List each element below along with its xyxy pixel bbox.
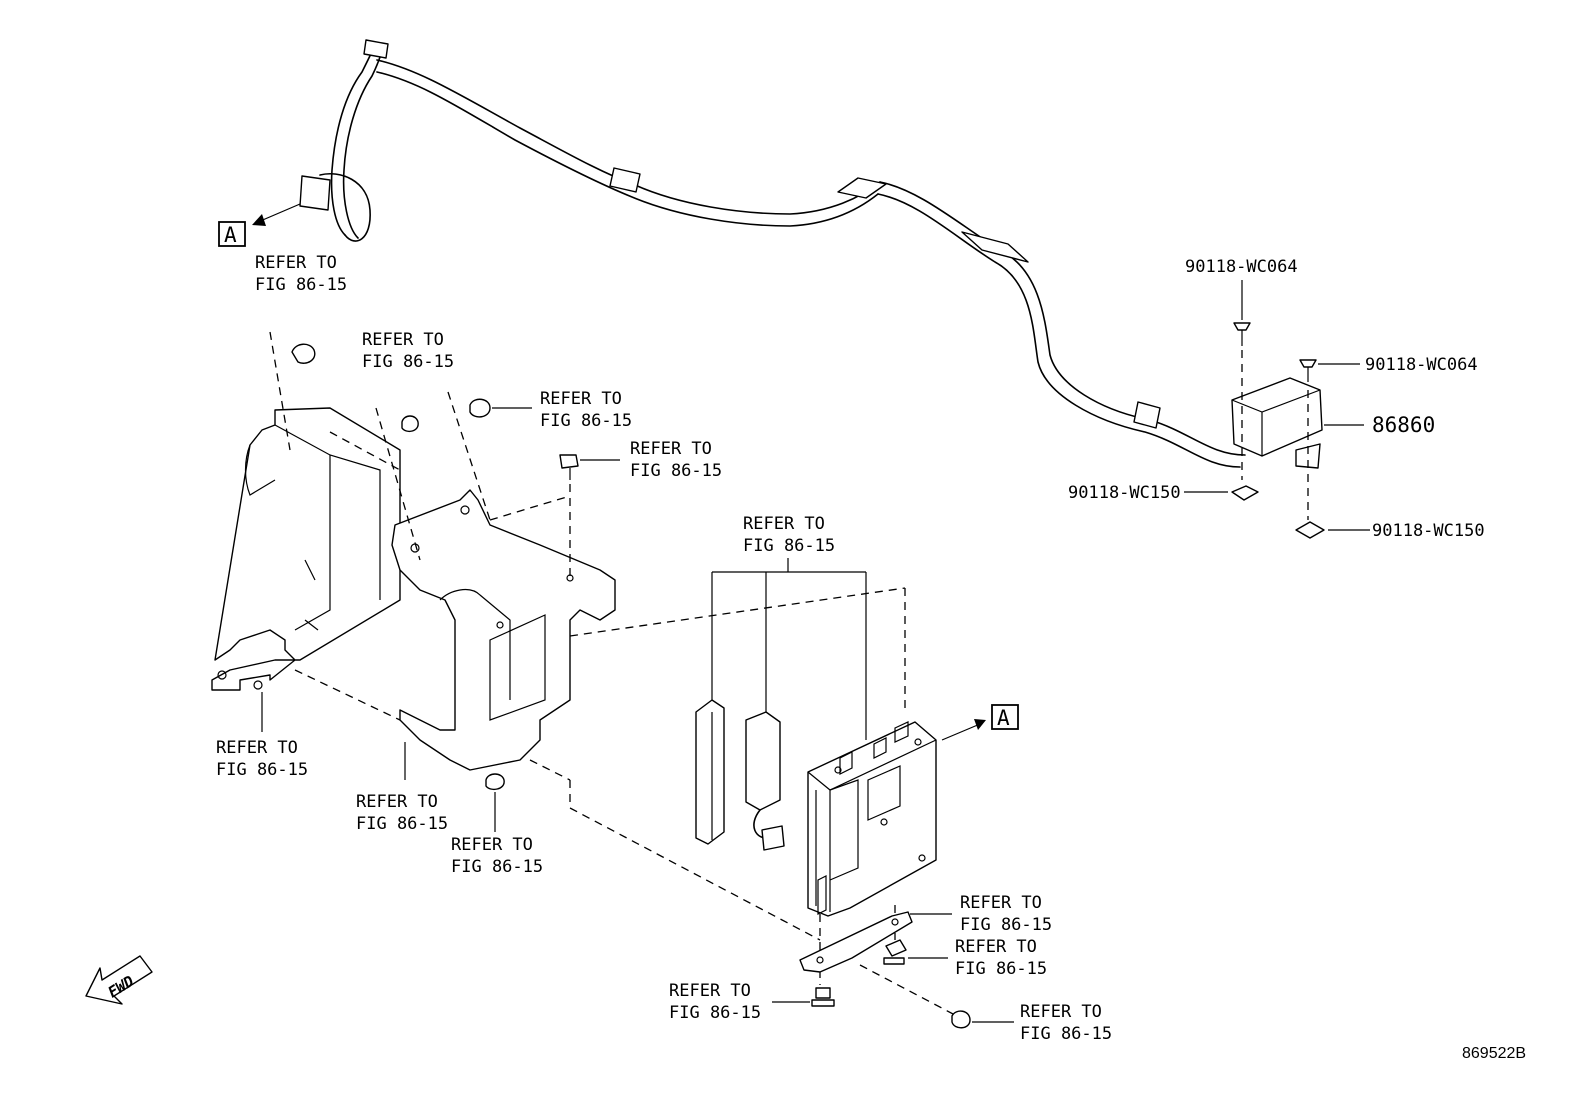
connector-long [695,699,725,845]
bracket-left [211,407,401,732]
bolt-bracket-right [559,454,620,580]
svg-text:FIG 86-15: FIG 86-15 [669,1003,761,1023]
svg-text:FIG 86-15: FIG 86-15 [216,760,308,780]
refer-note-10: REFER TO FIG 86-15 [955,937,1047,979]
svg-text:FIG 86-15: FIG 86-15 [1020,1024,1112,1044]
nut-bracket-right-top [447,391,532,521]
wire-harness [299,39,1246,468]
screw-top [1233,280,1251,480]
nut-left [1184,485,1259,501]
refer-note-3: REFER TO FIG 86-15 [540,389,632,431]
view-marker-a-label: A [224,223,237,247]
part-number-screw-right: 90118-WC064 [1365,355,1478,375]
refer-note-8: REFER TO FIG 86-15 [451,835,543,877]
refer-note-6: REFER TO FIG 86-15 [216,738,308,780]
svg-text:FIG 86-15: FIG 86-15 [630,461,722,481]
bolt-plate [883,939,948,965]
svg-text:REFER TO: REFER TO [955,937,1037,957]
svg-text:FIG 86-15: FIG 86-15 [356,814,448,834]
bolt-bottom [772,987,835,1007]
refer-note-9: REFER TO FIG 86-15 [960,893,1052,935]
fwd-arrow-icon: FWD [85,955,153,1005]
refer-note-5: REFER TO FIG 86-15 [743,514,835,556]
svg-text:FIG 86-15: FIG 86-15 [743,536,835,556]
part-number-nut-right: 90118-WC150 [1372,521,1485,541]
refer-note-1: REFER TO FIG 86-15 [255,253,347,295]
svg-text:REFER TO: REFER TO [1020,1002,1102,1022]
svg-text:REFER TO: REFER TO [362,330,444,350]
refer-note-2: REFER TO FIG 86-15 [362,330,454,372]
refer-note-7: REFER TO FIG 86-15 [356,792,448,834]
nut-right [1295,521,1370,539]
svg-text:REFER TO: REFER TO [743,514,825,534]
svg-text:REFER TO: REFER TO [255,253,337,273]
view-marker-a-top: A [218,203,301,247]
nut-bracket-bottom [485,773,505,832]
svg-text:FIG 86-15: FIG 86-15 [955,959,1047,979]
mounting-plate [799,911,952,973]
svg-text:REFER TO: REFER TO [960,893,1042,913]
svg-text:FIG 86-15: FIG 86-15 [451,857,543,877]
svg-text:REFER TO: REFER TO [669,981,751,1001]
part-number-nut-left: 90118-WC150 [1068,483,1181,503]
part-number-screw-top: 90118-WC064 [1185,257,1298,277]
figure-id: 869522B [1462,1045,1526,1062]
assembly-dash-lines [294,431,956,1016]
connector-callout-lines [711,558,867,740]
refer-note-11: REFER TO FIG 86-15 [669,981,761,1023]
svg-text:REFER TO: REFER TO [216,738,298,758]
svg-text:REFER TO: REFER TO [356,792,438,812]
svg-text:REFER TO: REFER TO [451,835,533,855]
svg-text:FIG 86-15: FIG 86-15 [362,352,454,372]
bracket-right [391,489,616,780]
svg-text:FIG 86-15: FIG 86-15 [255,275,347,295]
nut-bracket-mid [375,407,421,561]
ecu-unit [807,721,937,917]
nut-bottom-right [951,1010,1014,1029]
view-marker-a-ecu-label: A [997,706,1010,730]
svg-text:REFER TO: REFER TO [630,439,712,459]
svg-text:FIG 86-15: FIG 86-15 [960,915,1052,935]
part-number-module: 86860 [1372,413,1435,437]
screw-right [1299,359,1360,520]
refer-note-12: REFER TO FIG 86-15 [1020,1002,1112,1044]
refer-note-4: REFER TO FIG 86-15 [630,439,722,481]
connector-short [745,711,785,851]
nut-bracket-left-top [269,331,316,451]
view-marker-a-ecu: A [941,704,1019,741]
svg-text:REFER TO: REFER TO [540,389,622,409]
svg-text:FIG 86-15: FIG 86-15 [540,411,632,431]
module-86860 [1231,377,1364,469]
